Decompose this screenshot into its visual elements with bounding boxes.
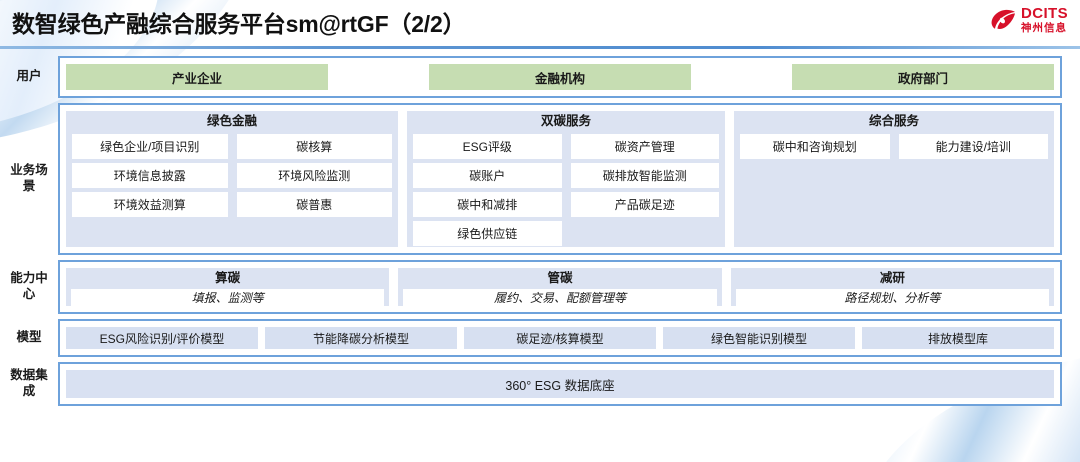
row-capability-center: 能力中 心 算碳 填报、监测等 管碳 履约、交易、配额管理等 减研 路径规划、分… bbox=[0, 260, 1080, 314]
item-environmental-risk-monitoring[interactable]: 环境风险监测 bbox=[236, 162, 392, 188]
user-box-government[interactable]: 政府部门 bbox=[791, 64, 1054, 90]
row-body-data-integration: 360° ESG 数据底座 bbox=[58, 362, 1062, 406]
group-title-dual-carbon-service: 双碳服务 bbox=[540, 114, 591, 128]
capability-carbon-calculation[interactable]: 算碳 填报、监测等 bbox=[66, 268, 390, 306]
item-carbon-neutral-reduction[interactable]: 碳中和减排 bbox=[413, 191, 562, 217]
row-label-capability-line1: 能力中 bbox=[10, 271, 48, 286]
capability-sub-reduction-research: 路径规划、分析等 bbox=[735, 289, 1049, 306]
capability-sub-carbon-management: 履约、交易、配额管理等 bbox=[403, 289, 717, 306]
row-label-data-line2: 成 bbox=[22, 384, 36, 398]
capability-sub-carbon-calculation: 填报、监测等 bbox=[71, 289, 385, 306]
row-body-capability-center: 算碳 填报、监测等 管碳 履约、交易、配额管理等 减研 路径规划、分析等 bbox=[58, 260, 1062, 314]
user-box-financial[interactable]: 金融机构 bbox=[428, 64, 691, 90]
capability-title-carbon-management: 管碳 bbox=[547, 271, 573, 285]
user-box-industry[interactable]: 产业企业 bbox=[66, 64, 328, 90]
user-slot-3: 政府部门 bbox=[725, 64, 1054, 90]
row-label-user: 用户 bbox=[16, 69, 42, 84]
item-environmental-disclosure[interactable]: 环境信息披露 bbox=[72, 162, 228, 188]
item-product-carbon-footprint[interactable]: 产品碳足迹 bbox=[570, 191, 719, 217]
item-carbon-neutral-consulting[interactable]: 碳中和咨询规划 bbox=[740, 133, 890, 159]
group-title-green-finance: 绿色金融 bbox=[206, 114, 257, 128]
group-dual-carbon-service: 双碳服务 ESG评级 碳资产管理 碳账户 碳排放智能监测 碳中和减排 产品碳足迹… bbox=[407, 111, 725, 247]
row-label-business-line1: 业务场 bbox=[10, 163, 48, 178]
row-label-capability-center: 能力中 心 bbox=[0, 260, 58, 314]
row-business-scenario: 业务场 景 绿色金融 绿色企业/项目识别 碳核算 环境信息披露 环境风险监测 环… bbox=[0, 103, 1080, 255]
group-items-comprehensive-service: 碳中和咨询规划 能力建设/培训 bbox=[740, 133, 1048, 159]
group-items-dual-carbon-service: ESG评级 碳资产管理 碳账户 碳排放智能监测 碳中和减排 产品碳足迹 绿色供应… bbox=[413, 133, 719, 246]
header-divider bbox=[0, 46, 1080, 49]
user-slot-1: 产业企业 bbox=[66, 64, 395, 90]
model-carbon-footprint-accounting[interactable]: 碳足迹/核算模型 bbox=[464, 327, 656, 349]
architecture-diagram: 用户 产业企业 金融机构 政府部门 业务场 景 bbox=[0, 56, 1080, 411]
item-carbon-asset-management[interactable]: 碳资产管理 bbox=[570, 133, 719, 159]
model-emission-model-library[interactable]: 排放模型库 bbox=[862, 327, 1054, 349]
user-slot-2: 金融机构 bbox=[395, 64, 724, 90]
logo-wordmark: DCITS 神州信息 bbox=[1021, 6, 1068, 34]
row-label-model: 模型 bbox=[16, 330, 42, 345]
model-energy-saving-carbon-reduction[interactable]: 节能降碳分析模型 bbox=[265, 327, 457, 349]
slide-header: 数智绿色产融综合服务平台sm@rtGF（2/2） DCITS 神州信息 bbox=[0, 0, 1080, 49]
row-label-business-scenario: 业务场 景 bbox=[0, 103, 58, 255]
capability-title-carbon-calculation: 算碳 bbox=[215, 271, 241, 285]
item-carbon-emission-smart-monitoring[interactable]: 碳排放智能监测 bbox=[570, 162, 719, 188]
row-body-model: ESG风险识别/评价模型 节能降碳分析模型 碳足迹/核算模型 绿色智能识别模型 … bbox=[58, 319, 1062, 357]
model-esg-risk-evaluation[interactable]: ESG风险识别/评价模型 bbox=[66, 327, 258, 349]
capability-carbon-management[interactable]: 管碳 履约、交易、配额管理等 bbox=[398, 268, 722, 306]
group-comprehensive-service: 综合服务 碳中和咨询规划 能力建设/培训 bbox=[734, 111, 1054, 247]
item-carbon-inclusive[interactable]: 碳普惠 bbox=[236, 191, 392, 217]
group-green-finance: 绿色金融 绿色企业/项目识别 碳核算 环境信息披露 环境风险监测 环境效益测算 … bbox=[66, 111, 398, 247]
group-title-comprehensive-service: 综合服务 bbox=[868, 114, 919, 128]
item-capacity-building-training[interactable]: 能力建设/培训 bbox=[898, 133, 1048, 159]
dcits-swirl-icon bbox=[989, 8, 1016, 31]
logo-text-en: DCITS bbox=[1021, 5, 1068, 22]
row-body-business-scenario: 绿色金融 绿色企业/项目识别 碳核算 环境信息披露 环境风险监测 环境效益测算 … bbox=[58, 103, 1062, 255]
item-green-enterprise-identification[interactable]: 绿色企业/项目识别 bbox=[72, 133, 228, 159]
item-esg-rating[interactable]: ESG评级 bbox=[413, 133, 562, 159]
logo-text-cn: 神州信息 bbox=[1021, 22, 1067, 34]
row-label-data-line1: 数据集 bbox=[10, 368, 48, 383]
capability-reduction-research[interactable]: 减研 路径规划、分析等 bbox=[730, 268, 1054, 306]
row-label-data-integration: 数据集 成 bbox=[0, 362, 58, 406]
row-user: 用户 产业企业 金融机构 政府部门 bbox=[0, 56, 1080, 98]
row-label-business-line2: 景 bbox=[22, 179, 36, 193]
company-logo: DCITS 神州信息 bbox=[989, 6, 1068, 34]
item-environmental-benefit-estimation[interactable]: 环境效益测算 bbox=[72, 191, 228, 217]
row-body-user: 产业企业 金融机构 政府部门 bbox=[58, 56, 1062, 98]
item-carbon-account[interactable]: 碳账户 bbox=[413, 162, 562, 188]
model-green-smart-identification[interactable]: 绿色智能识别模型 bbox=[663, 327, 855, 349]
row-label-capability-line2: 心 bbox=[22, 287, 36, 301]
capability-title-reduction-research: 减研 bbox=[879, 271, 905, 285]
row-model: 模型 ESG风险识别/评价模型 节能降碳分析模型 碳足迹/核算模型 绿色智能识别… bbox=[0, 319, 1080, 357]
page-title: 数智绿色产融综合服务平台sm@rtGF（2/2） bbox=[12, 11, 466, 37]
data-box-esg-data-foundation[interactable]: 360° ESG 数据底座 bbox=[66, 370, 1054, 398]
item-green-supply-chain[interactable]: 绿色供应链 bbox=[413, 220, 562, 246]
item-carbon-accounting[interactable]: 碳核算 bbox=[236, 133, 392, 159]
row-data-integration: 数据集 成 360° ESG 数据底座 bbox=[0, 362, 1080, 406]
group-items-green-finance: 绿色企业/项目识别 碳核算 环境信息披露 环境风险监测 环境效益测算 碳普惠 bbox=[72, 133, 392, 217]
